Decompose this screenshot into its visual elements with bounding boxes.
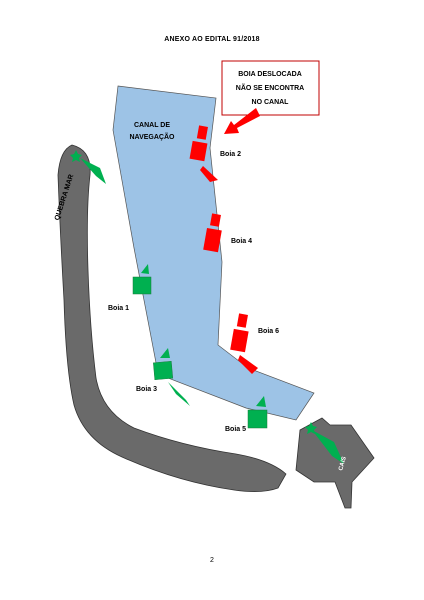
buoy-boia-1 <box>132 264 152 295</box>
buoy-boia-5 <box>247 396 268 429</box>
pier-light-beam <box>312 430 344 464</box>
displaced-buoy-callout <box>221 60 320 116</box>
pier-label: CAIS <box>338 456 348 471</box>
page-title: ANEXO AO EDITAL 91/2018 <box>164 36 260 43</box>
buoy-label-boia-1: Boia 1 <box>108 305 129 312</box>
breakwater-light-beam <box>80 158 106 184</box>
callout-line-2: NÃO SE ENCONTRA <box>236 83 304 92</box>
pier <box>295 417 375 509</box>
buoy-boia-6 <box>230 313 258 374</box>
callout-arrow-icon <box>224 108 260 134</box>
buoy-boia-4 <box>203 213 222 253</box>
channel-label-line-2: NAVEGAÇÃO <box>130 132 176 141</box>
buoy-label-boia-6: Boia 6 <box>258 328 279 335</box>
navigation-channel <box>112 85 315 421</box>
callout-line-1: BOIA DESLOCADA <box>238 71 302 78</box>
buoy-label-boia-4: Boia 4 <box>231 238 252 245</box>
breakwater-light-star-icon <box>70 150 82 162</box>
buoy-boia-3 <box>153 348 190 406</box>
callout-line-3: NO CANAL <box>252 99 290 106</box>
buoy-label-boia-5: Boia 5 <box>225 426 246 433</box>
pier-light-star-icon <box>305 422 317 434</box>
buoy-boia-2 <box>189 125 218 182</box>
buoy-label-boia-2: Boia 2 <box>220 151 241 158</box>
page-number: 2 <box>210 557 214 564</box>
breakwater <box>57 144 287 492</box>
buoy-label-boia-3: Boia 3 <box>136 386 157 393</box>
channel-label-line-1: CANAL DE <box>134 122 170 129</box>
